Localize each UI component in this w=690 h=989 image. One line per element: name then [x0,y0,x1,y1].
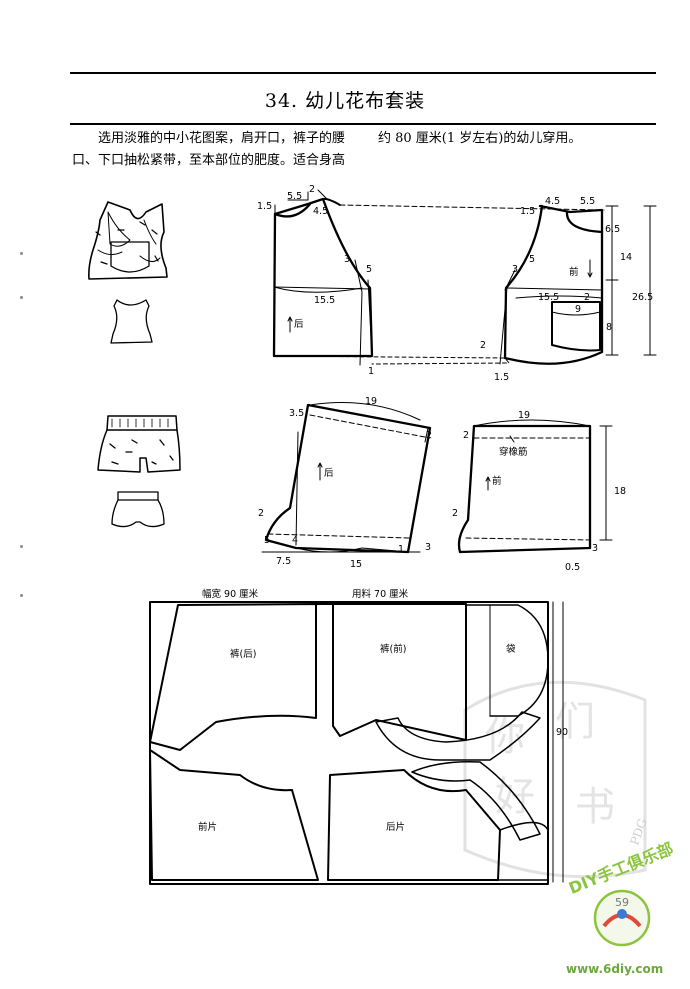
dim-label: 15.5 [538,292,559,303]
dim-label: 14 [620,252,632,263]
pants-front-pattern [457,419,613,554]
header-rule-top [70,72,656,74]
dim-label: 0.5 [565,562,580,573]
dim-label: 2 [426,430,432,441]
intro-line-2: 口、下口抽松紧带，至本部位的肥度。适合身高 [72,153,346,168]
dim-label: 1 [398,544,404,555]
dim-label: 3 [344,254,350,265]
layout-label: 前片 [198,821,217,833]
pants-sketch-back [111,491,165,528]
dim-label: 4 [292,535,298,546]
watermark-seal-shape: 你 们 好 书 [463,680,647,879]
binder-dot [20,594,23,597]
dim-label: 前 [569,266,579,278]
binder-dot [20,545,23,548]
page-title: 34. 幼儿花布套装 [264,90,426,112]
watermark-seal: 你 们 好 书 PDG [455,640,655,890]
dim-label: 2 [584,292,590,303]
dim-label: 1.5 [494,372,509,383]
binder-dot [20,296,23,299]
top-sketch-front [88,201,168,280]
layout-label: 袋 [506,643,516,655]
layout-label: 用料 70 厘米 [352,588,409,600]
dim-label: 后 [294,319,304,330]
dim-label: 5.5 [287,191,302,202]
dim-label: 后 [324,468,334,479]
layout-label: 幅宽 90 厘米 [202,588,259,600]
page-number: 59 [615,896,629,909]
svg-text:书: 书 [575,784,615,830]
dim-label: 2 [309,184,315,195]
dim-label: 穿橡筋 [499,446,528,458]
layout-label: 裤(前) [380,643,406,655]
dim-label: 19 [518,410,530,421]
dim-label: 7.5 [276,556,291,567]
dim-label: 3.5 [289,408,304,419]
dim-label: 1.5 [257,201,272,212]
dim-label: 8 [606,322,612,333]
dim-label: 3 [592,543,598,554]
dim-label: 15 [350,559,362,570]
binder-dot [20,252,23,255]
dim-label: 5 [264,535,270,546]
intro-line-1: 选用淡雅的中小花图案，肩开口，裤子的腰 [98,131,346,146]
top-back-pattern [272,189,510,366]
footer-url: www.6diy.com [566,962,664,976]
layout-label: 裤(后) [230,648,256,660]
dim-label: 4.5 [545,196,560,207]
dim-label: 前 [492,475,502,487]
dim-label: 9 [575,304,581,315]
dim-label: 19 [365,396,377,407]
dim-label: 1 [368,366,374,377]
header-rule-bottom [70,123,656,125]
pants-back-pattern [261,402,432,554]
dim-label: 6.5 [605,224,620,235]
svg-text:们: 们 [555,699,595,745]
dim-label: 5.5 [580,196,595,207]
dim-label: 2 [463,430,469,441]
dim-label: 26.5 [632,292,653,303]
dim-label: 5 [529,254,535,265]
dim-label: 3 [512,264,518,275]
top-sketch-back [110,299,153,344]
dim-label: 4.5 [313,206,328,217]
top-front-pattern [339,204,657,365]
dim-label: 1.5 [520,206,535,217]
club-logo [593,889,651,947]
dim-label: 2 [480,340,486,351]
dim-label: 15.5 [314,295,335,306]
layout-label: 后片 [386,821,405,833]
svg-text:你: 你 [485,714,525,760]
layout-label: 90 [556,727,568,738]
intro-line-3: 约 80 厘米(1 岁左右)的幼儿穿用。 [378,131,582,146]
dim-label: 5 [366,264,372,275]
dim-label: 18 [614,486,626,497]
dim-label: 3 [425,542,431,553]
dim-label: 2 [452,508,458,519]
pants-sketch-front [97,415,181,473]
fabric-layout [149,601,564,885]
dim-label: 2 [258,508,264,519]
